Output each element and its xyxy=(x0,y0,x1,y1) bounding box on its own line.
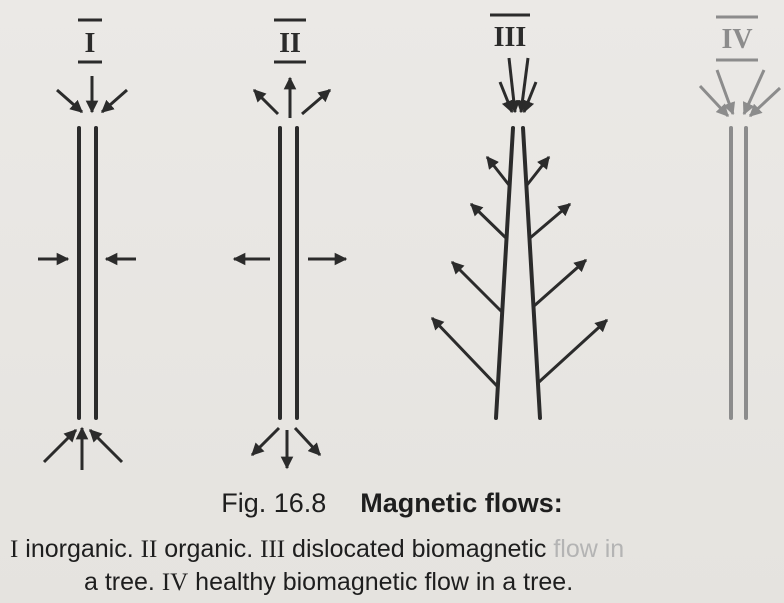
numeral-text: III xyxy=(260,536,285,563)
figure-label: Fig. 16.8 xyxy=(221,488,326,518)
figure-caption-heading: Fig. 16.8 Magnetic flows: xyxy=(0,488,784,519)
flow-arrow xyxy=(539,320,607,382)
flow-arrow xyxy=(254,90,278,114)
figure-caption-line: a tree. IV healthy biomagnetic flow in a… xyxy=(84,568,573,597)
flow-arrow xyxy=(252,428,279,455)
magnetic-flows-diagram: I II xyxy=(0,0,784,480)
numeral-III: III xyxy=(494,22,527,53)
caption-text: inorganic. xyxy=(18,535,140,563)
flow-arrow xyxy=(432,318,497,386)
flow-arrow xyxy=(487,157,509,185)
flow-arrow xyxy=(44,430,76,462)
caption-text: a tree. xyxy=(84,568,162,596)
flow-arrow xyxy=(500,82,512,112)
flow-arrow xyxy=(530,204,570,238)
flow-arrow xyxy=(302,90,330,114)
caption-text: healthy biomagnetic flow in a tree. xyxy=(188,568,573,596)
caption-text-faded: flow in xyxy=(553,535,624,563)
panel-I: I xyxy=(38,20,136,470)
panel-III: III xyxy=(432,15,607,418)
flow-arrow xyxy=(295,428,320,455)
panel-II: II xyxy=(234,20,346,468)
panel-IV: IV xyxy=(700,17,780,418)
numeral-II: II xyxy=(279,28,301,59)
flow-arrow xyxy=(90,430,122,462)
numeral-text: II xyxy=(141,536,158,563)
figure-title: Magnetic flows: xyxy=(360,488,563,518)
flow-arrow xyxy=(527,157,549,185)
caption-text: dislocated biomagnetic xyxy=(285,535,553,563)
flow-arrow xyxy=(102,90,127,112)
flow-arrow xyxy=(452,262,502,312)
flow-arrow xyxy=(57,90,82,112)
numeral-text: IV xyxy=(162,569,188,596)
numeral-IV: IV xyxy=(721,24,752,55)
figure-caption-line: I inorganic. II organic. III dislocated … xyxy=(10,535,624,564)
caption-text: organic. xyxy=(157,535,260,563)
numeral-I: I xyxy=(85,28,96,59)
flow-arrow xyxy=(534,260,586,306)
flow-arrow xyxy=(471,204,506,238)
